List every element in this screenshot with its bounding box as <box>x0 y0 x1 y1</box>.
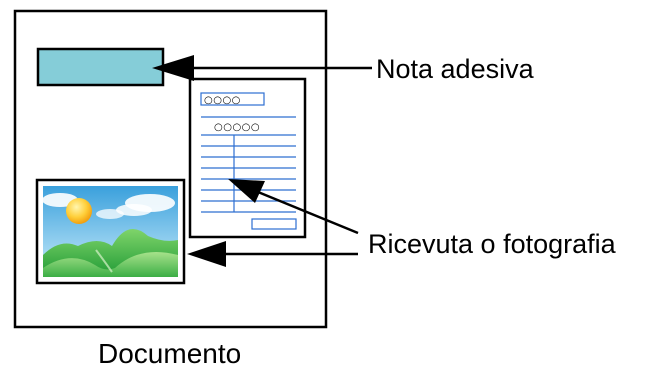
callout-arrow-receipt <box>228 179 359 235</box>
receipt: ○○○○ ○○○○○ <box>188 77 307 239</box>
sticky-note-label: Nota adesiva <box>376 54 534 84</box>
document-label: Documento <box>98 338 242 369</box>
callout-arrow-sticky-note <box>152 55 372 81</box>
receipt-header-box <box>200 92 265 106</box>
sticky-note <box>36 47 165 87</box>
receipt-or-photo-label: Ricevuta o fotografia <box>368 229 616 259</box>
receipt-footer-box <box>251 218 297 230</box>
callout-arrow-photograph <box>187 241 358 267</box>
receipt-header-marks: ○○○○ <box>204 95 241 106</box>
sun-shape <box>66 198 92 224</box>
receipt-subheader-marks: ○○○○○ <box>214 122 260 133</box>
photograph <box>35 178 186 285</box>
